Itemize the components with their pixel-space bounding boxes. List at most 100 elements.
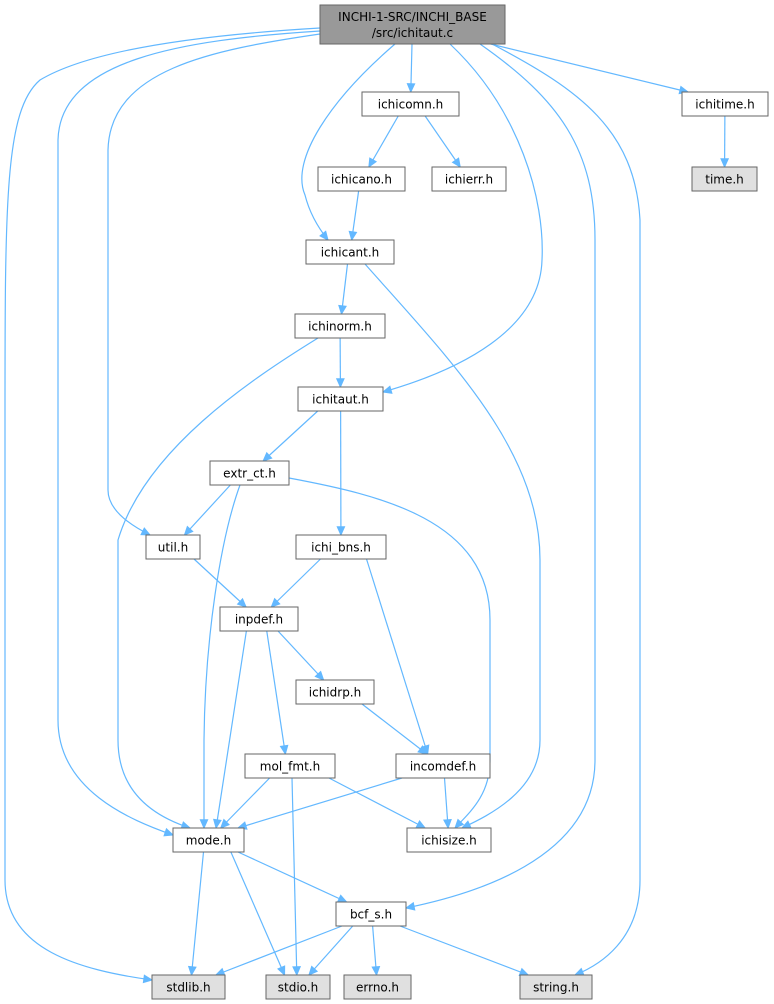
edge-bcf_s-to-stdio — [308, 925, 354, 976]
edge-extr_ct-to-util-arrowhead — [183, 525, 194, 536]
node-string-label: string.h — [533, 981, 579, 995]
edge-ichitaut-to-extr_ct-arrowhead — [262, 451, 273, 462]
edge-bcf_s-to-stdlib-arrowhead — [214, 967, 226, 976]
node-time: time.h — [691, 166, 758, 192]
node-mol_fmt[interactable]: mol_fmt.h — [244, 753, 336, 779]
node-util-label: util.h — [158, 541, 188, 555]
edge-root-to-ichitime — [490, 43, 689, 93]
node-extr_ct[interactable]: extr_ct.h — [209, 460, 290, 486]
edge-mol_fmt-to-stdio-arrowhead — [292, 966, 302, 977]
graph-edges — [4, 27, 730, 984]
node-mode[interactable]: mode.h — [172, 827, 245, 853]
edge-root-to-string-arrowhead — [573, 967, 585, 976]
edge-inpdef-to-ichidrp-arrowhead — [314, 670, 325, 681]
edge-ichinorm-to-ichitaut-arrowhead — [335, 378, 345, 389]
node-string-box — [519, 974, 593, 1000]
node-root-box — [319, 4, 506, 45]
node-stdio-label: stdio.h — [278, 981, 318, 995]
edge-root-to-bcf_s-arrowhead — [404, 901, 416, 911]
edge-ichicant-to-ichisize — [364, 263, 541, 829]
edge-inpdef-to-mol_fmt-arrowhead — [279, 744, 289, 756]
edge-bcf_s-to-string-arrowhead — [518, 967, 530, 977]
node-errno-label: errno.h — [356, 981, 399, 995]
edge-extr_ct-to-ichisize-arrowhead — [454, 818, 465, 829]
edge-mol_fmt-to-mode-arrowhead — [219, 818, 230, 829]
node-ichicano-box — [317, 166, 406, 192]
edge-root-to-mode-arrowhead — [163, 827, 175, 837]
node-incomdef-label: incomdef.h — [410, 760, 476, 774]
node-root-label: INCHI-1-SRC/INCHI_BASE — [338, 10, 487, 24]
edge-mode-to-stdio-arrowhead — [277, 965, 286, 977]
edge-mode-to-stdlib — [190, 851, 205, 976]
node-errno: errno.h — [343, 974, 412, 1000]
edge-root-to-ichitaut-arrowhead — [381, 385, 393, 394]
edge-ichitime-to-time-arrowhead — [720, 158, 730, 169]
node-root[interactable]: INCHI-1-SRC/INCHI_BASE/src/ichitaut.c — [319, 4, 506, 45]
node-mode-label: mode.h — [186, 834, 231, 848]
node-util[interactable]: util.h — [145, 534, 201, 560]
edge-util-to-inpdef-arrowhead — [236, 597, 248, 608]
node-ichicomn-box — [361, 91, 460, 117]
node-ichitime-box — [681, 91, 769, 117]
node-incomdef-box — [395, 753, 491, 779]
node-string: string.h — [519, 974, 593, 1000]
edge-ichidrp-to-incomdef-arrowhead — [417, 745, 428, 755]
edge-mol_fmt-to-mode — [220, 777, 271, 829]
edge-extr_ct-to-ichisize — [288, 477, 491, 829]
node-ichierr-box — [431, 166, 507, 192]
node-ichisize-box — [406, 827, 492, 853]
edge-ichicomn-to-ichierr-arrowhead — [451, 157, 461, 169]
node-mode-box — [172, 827, 245, 853]
edge-root-to-mode — [57, 30, 321, 836]
node-root-sublabel: /src/ichitaut.c — [372, 26, 453, 40]
node-ichitaut-label: ichitaut.h — [312, 393, 369, 407]
node-errno-box — [343, 974, 412, 1000]
node-ichi_bns[interactable]: ichi_bns.h — [295, 534, 387, 560]
node-ichinorm-box — [294, 313, 386, 339]
edge-mode-to-bcf_s — [237, 851, 347, 903]
edge-ichicano-to-ichicant-arrowhead — [348, 230, 358, 242]
node-stdio: stdio.h — [265, 974, 331, 1000]
node-stdlib-label: stdlib.h — [166, 981, 210, 995]
node-inpdef[interactable]: inpdef.h — [219, 606, 299, 632]
edge-root-to-bcf_s — [405, 43, 596, 909]
edge-bcf_s-to-errno-arrowhead — [371, 965, 381, 977]
edge-incomdef-to-mode — [237, 777, 403, 829]
node-ichierr[interactable]: ichierr.h — [431, 166, 507, 192]
edge-extr_ct-to-util — [184, 484, 231, 536]
edge-root-to-stdlib-arrowhead — [142, 974, 154, 984]
edge-ichicomn-to-ichicano — [368, 115, 399, 168]
node-util-box — [145, 534, 201, 560]
node-ichitaut[interactable]: ichitaut.h — [297, 386, 384, 412]
node-stdio-box — [265, 974, 331, 1000]
node-ichicomn[interactable]: ichicomn.h — [361, 91, 460, 117]
node-ichicano[interactable]: ichicano.h — [317, 166, 406, 192]
node-mol_fmt-box — [244, 753, 336, 779]
node-bcf_s[interactable]: bcf_s.h — [335, 901, 407, 927]
node-ichidrp[interactable]: ichidrp.h — [295, 679, 375, 705]
edge-mol_fmt-to-ichisize — [328, 777, 426, 829]
node-ichisize[interactable]: ichisize.h — [406, 827, 492, 853]
node-extr_ct-label: extr_ct.h — [223, 467, 276, 481]
node-time-label: time.h — [705, 173, 744, 187]
node-ichicant[interactable]: ichicant.h — [305, 239, 395, 265]
node-time-box — [691, 166, 758, 192]
node-ichitaut-box — [297, 386, 384, 412]
node-ichicant-box — [305, 239, 395, 265]
edge-bcf_s-to-stdlib — [215, 925, 343, 976]
edge-mol_fmt-to-ichisize-arrowhead — [415, 820, 427, 829]
edge-incomdef-to-ichisize-arrowhead — [443, 818, 452, 830]
node-stdlib-box — [151, 974, 226, 1000]
node-ichitime[interactable]: ichitime.h — [681, 91, 769, 117]
edge-root-to-ichicant-arrowhead — [319, 230, 329, 241]
edge-root-to-util — [107, 33, 321, 536]
node-ichinorm[interactable]: ichinorm.h — [294, 313, 386, 339]
node-ichicant-label: ichicant.h — [321, 246, 380, 260]
edge-mode-to-stdio — [230, 851, 286, 976]
edge-ichidrp-to-incomdef — [361, 703, 428, 755]
edge-root-to-ichicomn-arrowhead — [406, 83, 416, 94]
graph-nodes: INCHI-1-SRC/INCHI_BASE/src/ichitaut.cich… — [145, 4, 769, 1000]
edge-ichicant-to-ichinorm-arrowhead — [338, 304, 347, 316]
node-incomdef[interactable]: incomdef.h — [395, 753, 491, 779]
node-bcf_s-box — [335, 901, 407, 927]
